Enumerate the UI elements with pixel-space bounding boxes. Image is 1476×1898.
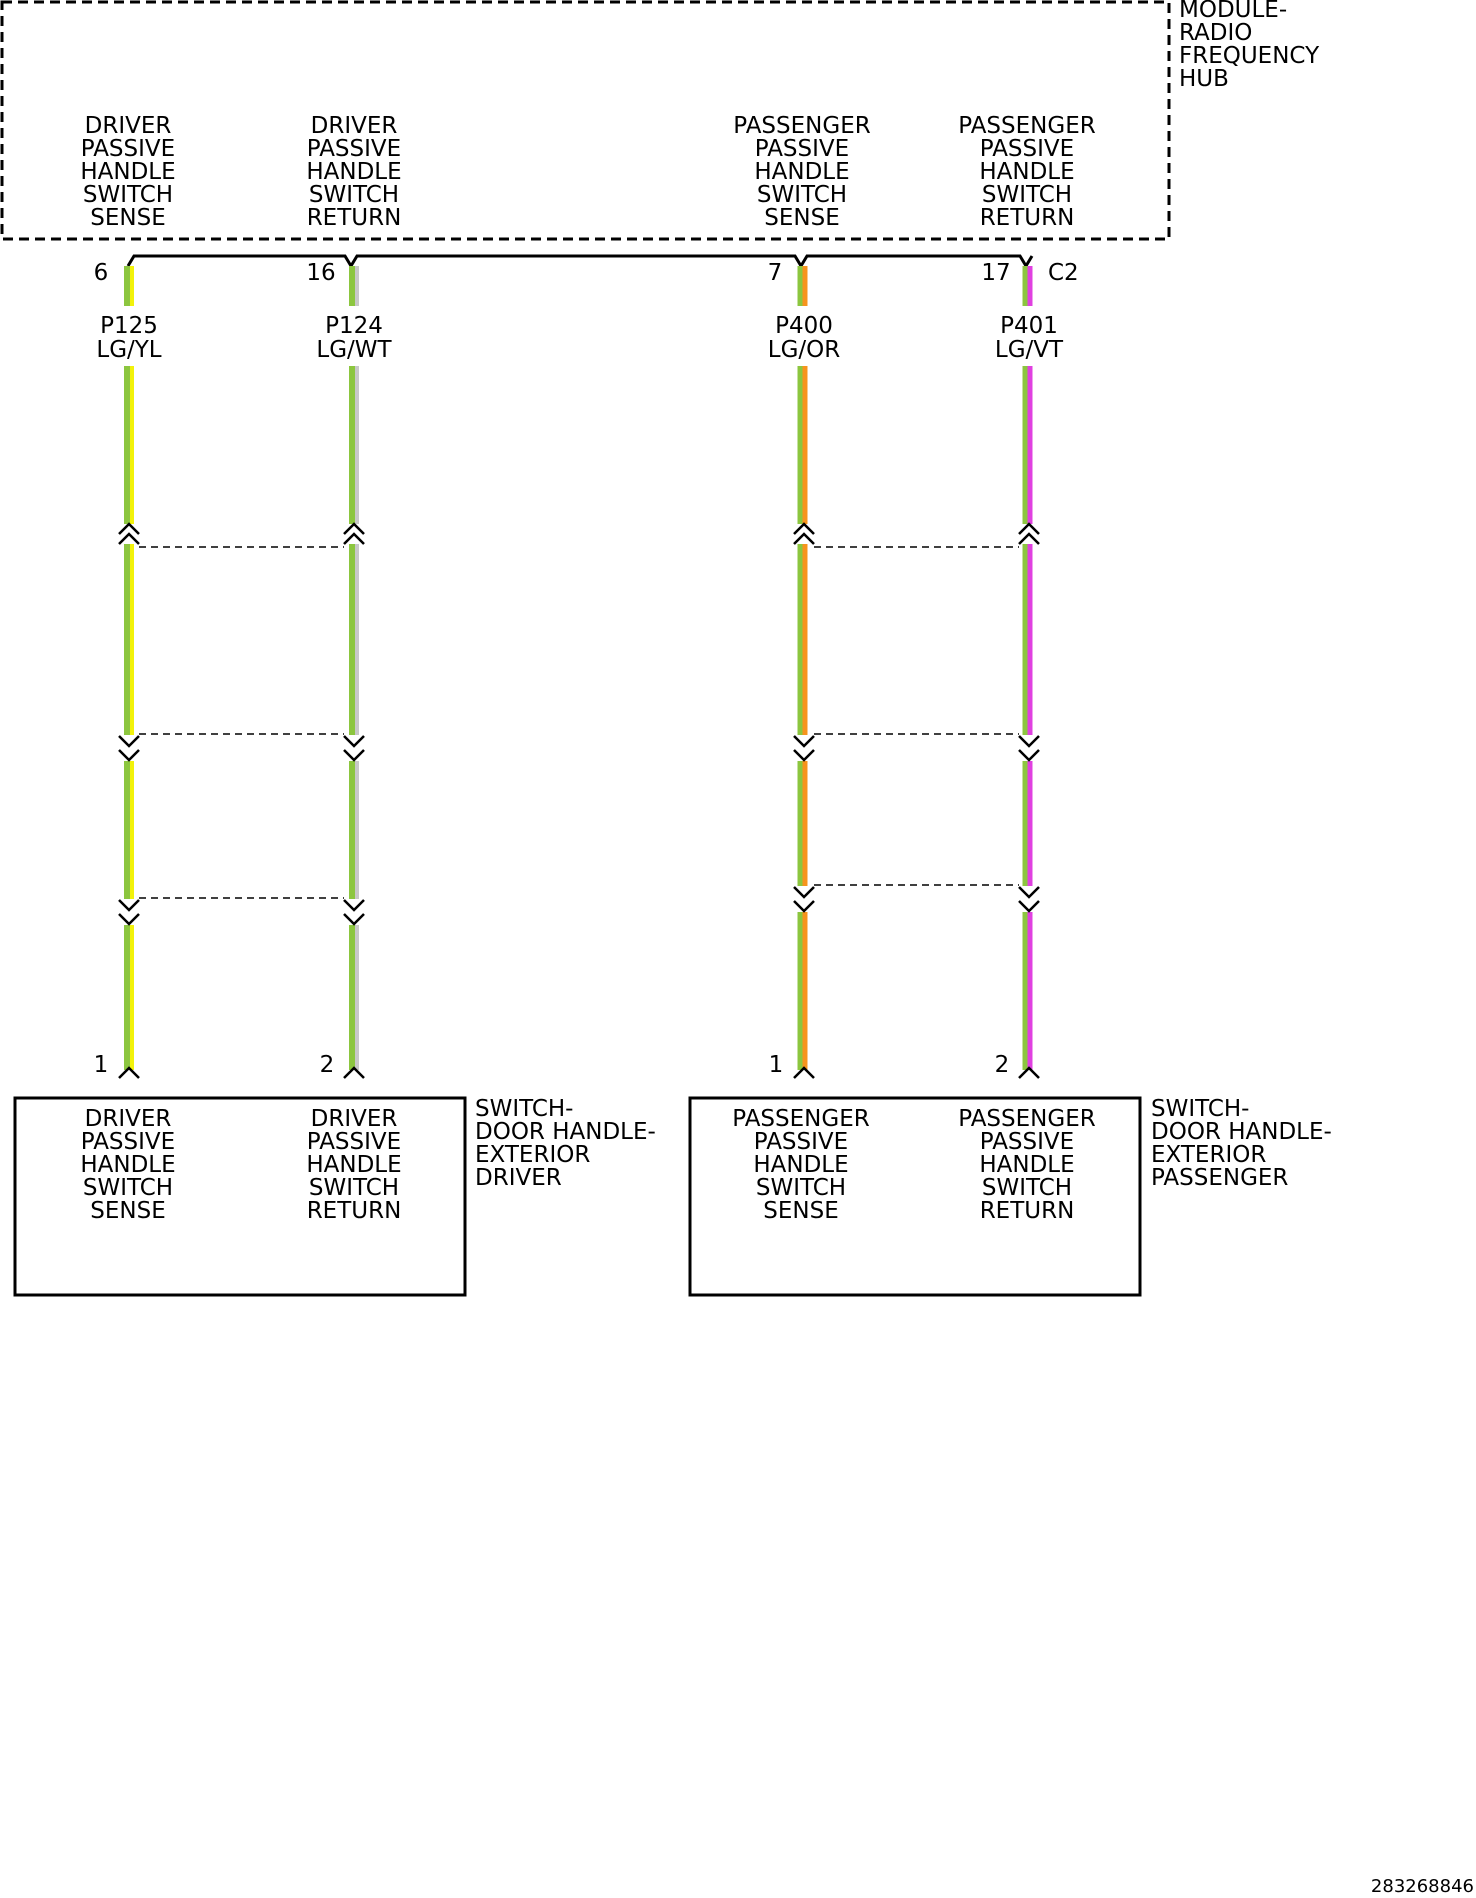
passenger-switch-name: SWITCH- DOOR HANDLE- EXTERIOR PASSENGER: [1151, 1096, 1332, 1191]
svg-text:DRIVER: DRIVER: [311, 1106, 398, 1132]
svg-text:EXTERIOR: EXTERIOR: [475, 1142, 590, 1168]
switch-terminals: [118, 1066, 1040, 1079]
wire-color-p125: LG/YL: [96, 337, 161, 363]
wire-circuit-p400: P400: [775, 313, 833, 339]
svg-text:HANDLE: HANDLE: [306, 1152, 401, 1178]
svg-text:PASSENGER: PASSENGER: [733, 113, 870, 139]
module-pin-number-6: 6: [94, 260, 109, 286]
svg-text:SENSE: SENSE: [90, 1198, 165, 1224]
passenger-switch-pin-1: 1: [769, 1052, 784, 1078]
connector-c2-line: [126, 254, 1034, 269]
passenger-switch-box: [688, 1096, 1142, 1297]
svg-text:DRIVER: DRIVER: [85, 1106, 172, 1132]
driver-switch-name: SWITCH- DOOR HANDLE- EXTERIOR DRIVER: [475, 1096, 656, 1191]
wire-p400: [797, 266, 808, 1070]
driver-switch-pin-label-return: DRIVER PASSIVE HANDLE SWITCH RETURN: [306, 1106, 401, 1224]
svg-text:SWITCH: SWITCH: [309, 1175, 399, 1201]
inline-connector-3: [118, 733, 365, 762]
wire-p401: [1022, 266, 1033, 1070]
svg-text:RETURN: RETURN: [980, 205, 1075, 231]
svg-text:DOOR HANDLE-: DOOR HANDLE-: [1151, 1119, 1332, 1145]
wire-circuit-p124: P124: [325, 313, 383, 339]
svg-text:DRIVER: DRIVER: [85, 113, 172, 139]
svg-text:PASSENGER: PASSENGER: [732, 1106, 869, 1132]
inline-connector-6: [793, 884, 1040, 913]
driver-switch-box: [13, 1096, 467, 1297]
wire-color-p401: LG/VT: [995, 337, 1064, 363]
svg-text:PASSENGER: PASSENGER: [1151, 1165, 1288, 1191]
svg-text:PASSIVE: PASSIVE: [307, 1129, 401, 1155]
svg-text:RETURN: RETURN: [307, 1198, 402, 1224]
inline-connector-1: [118, 522, 365, 548]
module-pin-number-17: 17: [981, 260, 1010, 286]
svg-text:PASSIVE: PASSIVE: [81, 1129, 175, 1155]
svg-text:MODULE-: MODULE-: [1179, 0, 1287, 23]
svg-text:HANDLE: HANDLE: [306, 159, 401, 185]
driver-switch-pin-2: 2: [320, 1052, 335, 1078]
module-pin-label-driver-sense: DRIVER PASSIVE HANDLE SWITCH SENSE: [80, 113, 175, 231]
svg-text:EXTERIOR: EXTERIOR: [1151, 1142, 1266, 1168]
svg-text:PASSIVE: PASSIVE: [980, 1129, 1074, 1155]
svg-text:SWITCH: SWITCH: [982, 1175, 1072, 1201]
module-pin-number-16: 16: [306, 260, 335, 286]
svg-text:DOOR HANDLE-: DOOR HANDLE-: [475, 1119, 656, 1145]
wire-circuit-p125: P125: [100, 313, 158, 339]
svg-text:HANDLE: HANDLE: [753, 1152, 848, 1178]
svg-text:PASSENGER: PASSENGER: [958, 1106, 1095, 1132]
driver-switch-pin-1: 1: [94, 1052, 109, 1078]
svg-text:PASSIVE: PASSIVE: [980, 136, 1074, 162]
svg-text:PASSIVE: PASSIVE: [754, 1129, 848, 1155]
module-pin-label-driver-return: DRIVER PASSIVE HANDLE SWITCH RETURN: [306, 113, 401, 231]
connector-c2-label: C2: [1048, 260, 1079, 286]
svg-text:HANDLE: HANDLE: [979, 159, 1074, 185]
svg-text:PASSIVE: PASSIVE: [755, 136, 849, 162]
svg-text:HANDLE: HANDLE: [80, 1152, 175, 1178]
inline-connector-2: [793, 522, 1040, 548]
wire-color-p124: LG/WT: [316, 337, 392, 363]
svg-text:PASSENGER: PASSENGER: [958, 113, 1095, 139]
wire-circuit-p401: P401: [1000, 313, 1058, 339]
svg-text:SWITCH: SWITCH: [756, 1175, 846, 1201]
svg-text:FREQUENCY: FREQUENCY: [1179, 43, 1320, 69]
module-pin-number-7: 7: [768, 260, 783, 286]
svg-text:HANDLE: HANDLE: [754, 159, 849, 185]
svg-text:PASSIVE: PASSIVE: [81, 136, 175, 162]
svg-text:SWITCH-: SWITCH-: [1151, 1096, 1249, 1122]
svg-text:SWITCH: SWITCH: [309, 182, 399, 208]
svg-text:DRIVER: DRIVER: [311, 113, 398, 139]
svg-text:RETURN: RETURN: [307, 205, 402, 231]
passenger-switch-pin-label-return: PASSENGER PASSIVE HANDLE SWITCH RETURN: [958, 1106, 1095, 1224]
module-pin-label-passenger-sense: PASSENGER PASSIVE HANDLE SWITCH SENSE: [733, 113, 870, 231]
driver-switch-pin-label-sense: DRIVER PASSIVE HANDLE SWITCH SENSE: [80, 1106, 175, 1224]
svg-text:PASSIVE: PASSIVE: [307, 136, 401, 162]
module-box: [0, 0, 1171, 241]
passenger-switch-pin-label-sense: PASSENGER PASSIVE HANDLE SWITCH SENSE: [732, 1106, 869, 1224]
inline-connector-4: [793, 733, 1040, 762]
svg-text:SENSE: SENSE: [763, 1198, 838, 1224]
svg-text:RADIO: RADIO: [1179, 20, 1252, 46]
svg-text:SWITCH: SWITCH: [757, 182, 847, 208]
svg-text:SENSE: SENSE: [764, 205, 839, 231]
wire-p124: [349, 266, 359, 1070]
svg-text:SWITCH: SWITCH: [982, 182, 1072, 208]
svg-text:HUB: HUB: [1179, 66, 1229, 92]
svg-text:HANDLE: HANDLE: [80, 159, 175, 185]
svg-text:SWITCH: SWITCH: [83, 182, 173, 208]
wire-p125: [124, 266, 134, 1070]
inline-connector-5: [118, 897, 365, 926]
svg-text:SWITCH: SWITCH: [83, 1175, 173, 1201]
svg-text:HANDLE: HANDLE: [979, 1152, 1074, 1178]
passenger-switch-pin-2: 2: [995, 1052, 1010, 1078]
svg-text:SENSE: SENSE: [90, 205, 165, 231]
figure-id: 283268846: [1371, 1876, 1474, 1897]
svg-text:SWITCH-: SWITCH-: [475, 1096, 573, 1122]
module-name: MODULE- RADIO FREQUENCY HUB: [1179, 0, 1320, 92]
module-pin-label-passenger-return: PASSENGER PASSIVE HANDLE SWITCH RETURN: [958, 113, 1095, 231]
wire-color-p400: LG/OR: [768, 337, 840, 363]
svg-text:RETURN: RETURN: [980, 1198, 1075, 1224]
svg-text:DRIVER: DRIVER: [475, 1165, 562, 1191]
